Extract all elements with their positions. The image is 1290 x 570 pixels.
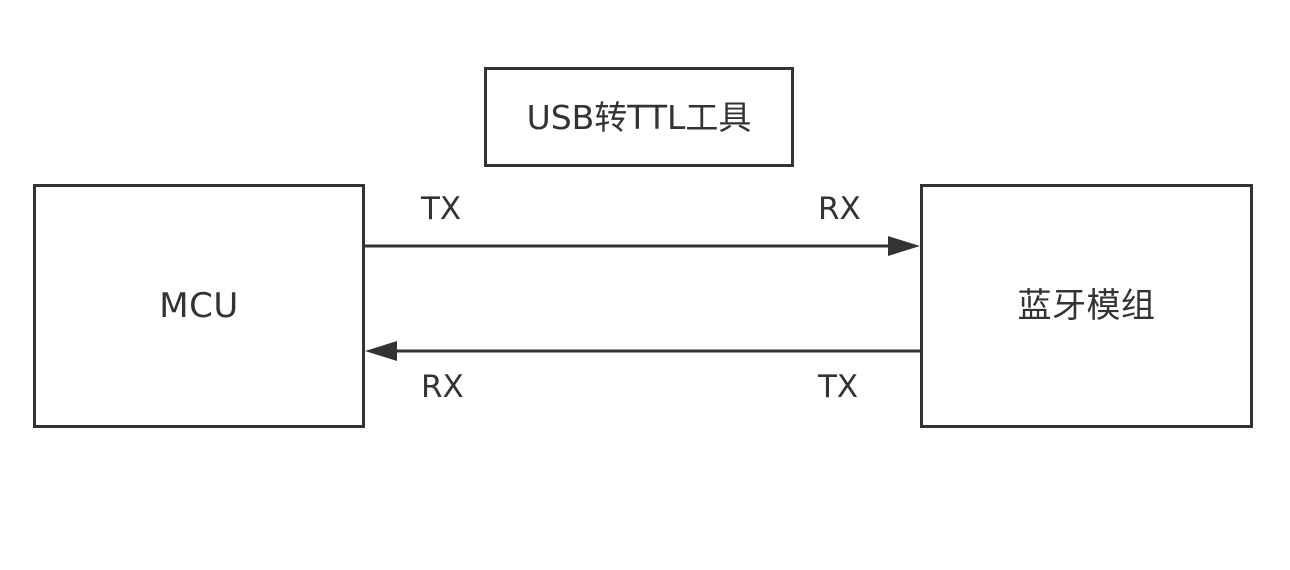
bluetooth-module-label: 蓝牙模组 xyxy=(1017,286,1156,326)
bluetooth-module-box: 蓝牙模组 xyxy=(920,184,1253,428)
usb-to-ttl-tool-label: USB转TTL工具 xyxy=(526,97,752,137)
usb-to-ttl-tool-box: USB转TTL工具 xyxy=(484,67,794,167)
bluetooth-tx-port-label: TX xyxy=(818,369,859,405)
mcu-box: MCU xyxy=(33,184,365,428)
mcu-tx-port-label: TX xyxy=(421,191,462,227)
mcu-rx-port-label: RX xyxy=(421,369,464,405)
bluetooth-to-mcu-arrowhead xyxy=(365,341,397,361)
mcu-to-bluetooth-arrowhead xyxy=(888,236,920,256)
bluetooth-rx-port-label: RX xyxy=(818,191,861,227)
mcu-label: MCU xyxy=(159,286,239,326)
